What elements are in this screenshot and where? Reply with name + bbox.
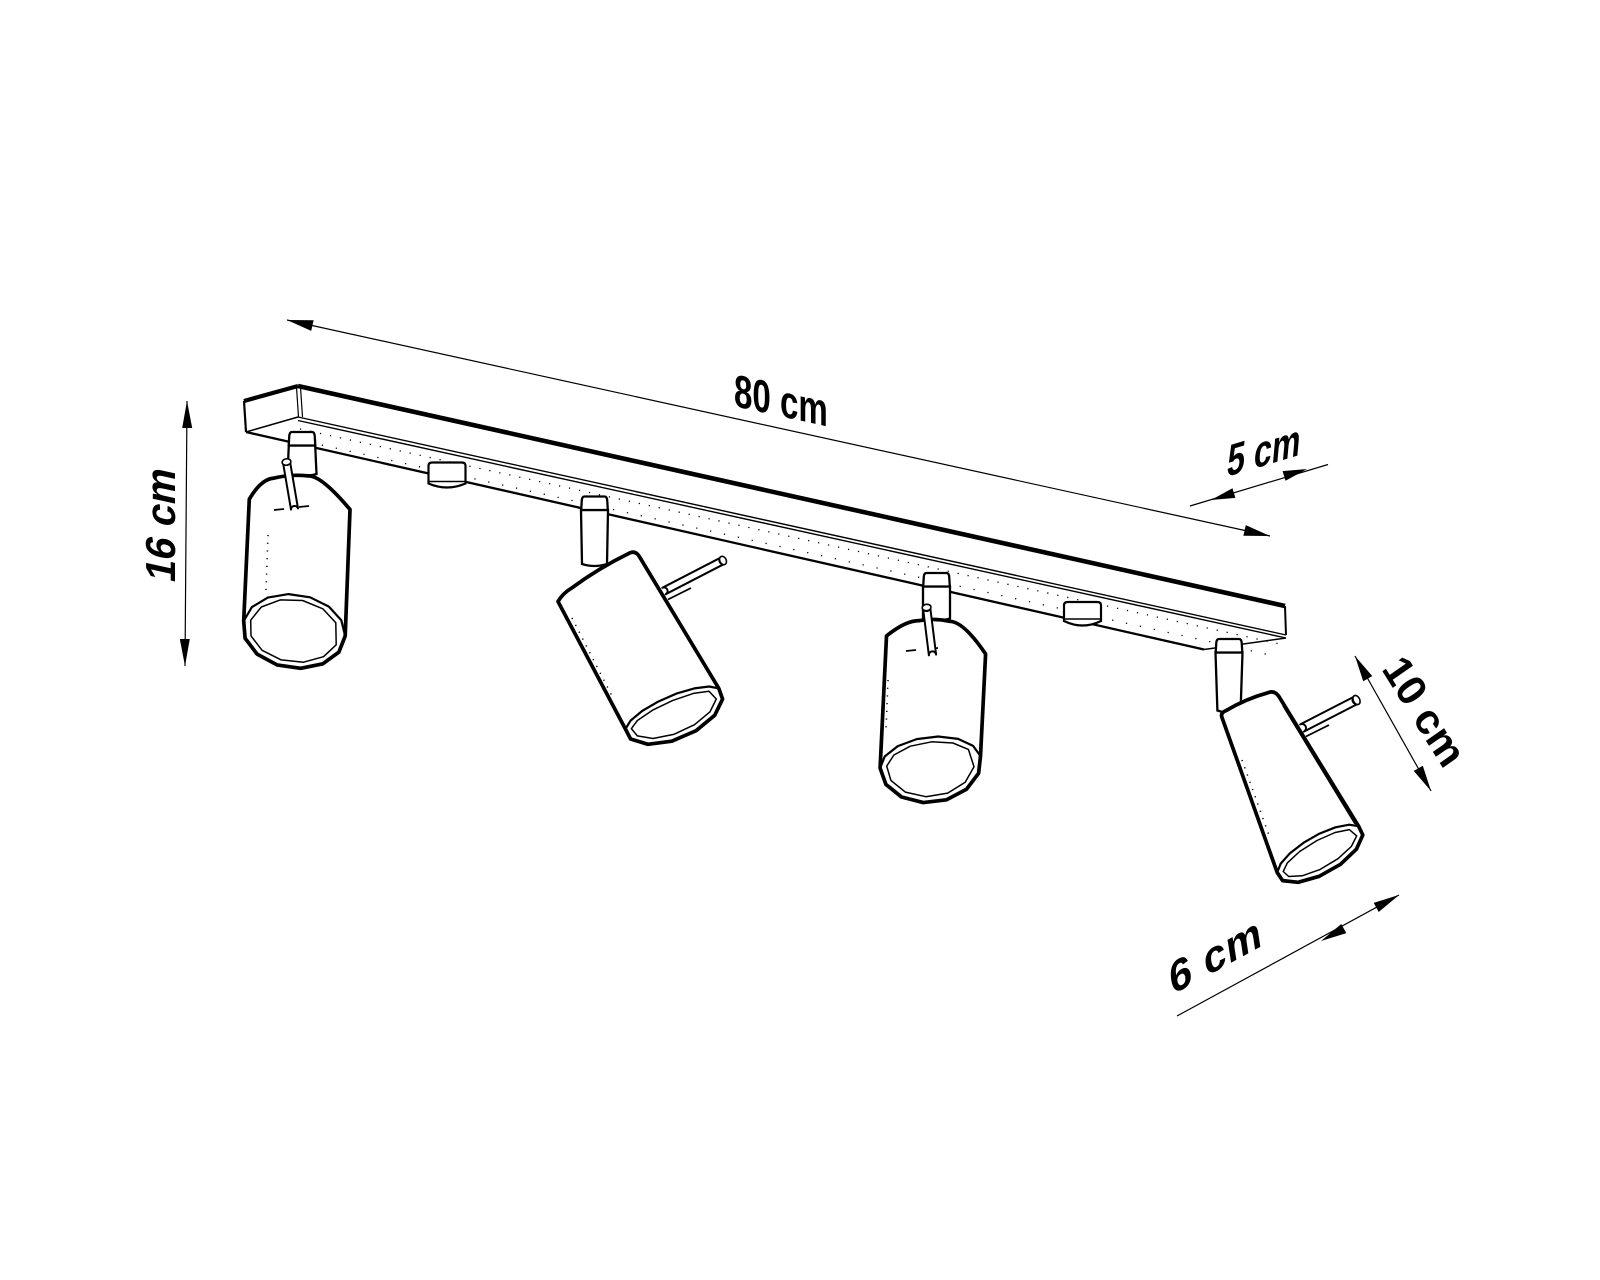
- svg-text:16 cm: 16 cm: [137, 462, 185, 586]
